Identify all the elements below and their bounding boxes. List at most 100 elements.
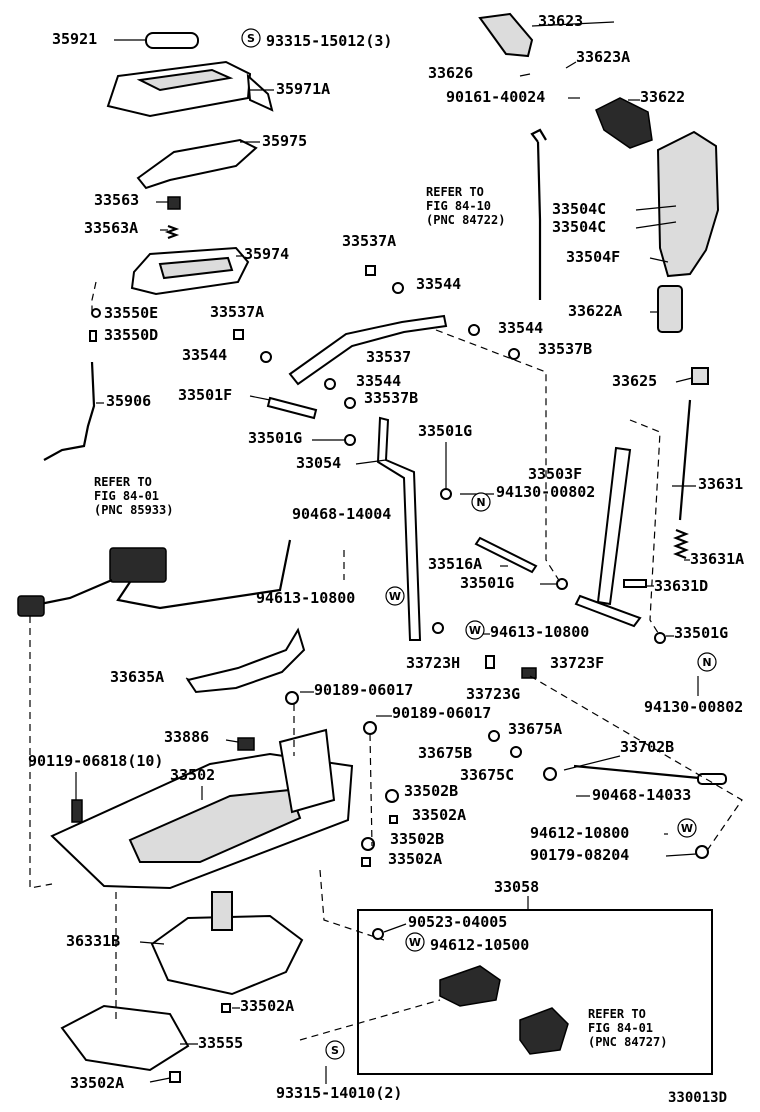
part-90189a-clip: [285, 691, 299, 705]
part-33631a-spring: [673, 528, 689, 560]
part-label-p33626: 33626: [428, 64, 473, 82]
part-washer-33544c: [468, 324, 480, 336]
part-33631d-pin: [623, 579, 647, 588]
part-label-p33502b1: 33502B: [404, 782, 458, 800]
note-ref8410-line-3: (PNC 84722): [426, 213, 505, 227]
part-label-p33544b: 33544: [182, 346, 227, 364]
part-33504f-shift-knob: [656, 130, 720, 278]
part-label-p33516a: 33516A: [428, 555, 482, 573]
note-ref8401a-line-3: (PNC 85933): [94, 503, 173, 517]
symbol-sym-s2-icon: S: [325, 1040, 345, 1060]
part-harness-connector: [109, 547, 167, 583]
part-33516a-pin: [474, 536, 538, 574]
part-label-p33544c: 33544: [498, 319, 543, 337]
note-ref8410-line-2: FIG 84-10: [426, 199, 491, 213]
part-label-p33631d: 33631D: [654, 577, 708, 595]
part-label-p33563a: 33563A: [84, 219, 138, 237]
symbol-glyph: S: [247, 32, 255, 45]
part-label-p94613b: 94613-10800: [490, 623, 589, 641]
part-33702b-cable: [573, 764, 721, 782]
part-nut-33501g2: [440, 488, 452, 500]
part-35906-wire: [43, 361, 96, 461]
part-nut-33537b1: [508, 348, 520, 360]
part-nut-33537a2: [233, 329, 244, 340]
part-33502b1: [385, 789, 399, 803]
part-label-p33623: 33623: [538, 12, 583, 30]
part-label-p35906: 35906: [106, 392, 151, 410]
note-ref8401b-line-1: REFER TO: [588, 1007, 646, 1021]
part-90179-nut: [695, 845, 709, 859]
solid-leaders: [75, 21, 699, 1084]
part-label-p33635a: 33635A: [110, 668, 164, 686]
dashed-leaders: [29, 281, 743, 1041]
part-label-p36331b: 36331B: [66, 932, 120, 950]
part-label-p35921: 35921: [52, 30, 97, 48]
symbol-sym-w4-icon: W: [405, 932, 425, 952]
symbol-glyph: N: [476, 496, 485, 509]
part-label-p33502: 33502: [170, 766, 215, 784]
symbol-glyph: S: [331, 1044, 339, 1057]
part-label-p90468b: 90468-14033: [592, 786, 691, 804]
part-33555-plate: [60, 1004, 190, 1072]
part-label-p94613a: 94613-10800: [256, 589, 355, 607]
symbol-sym-n1-icon: N: [471, 492, 491, 512]
figure-code: 330013D: [668, 1090, 727, 1106]
part-33503f-base: [574, 594, 642, 628]
part-33723f: [521, 667, 537, 679]
part-harness-plug: [17, 595, 45, 617]
part-label-p33723h: 33723H: [406, 654, 460, 672]
part-label-p33702b: 33702B: [620, 738, 674, 756]
note-ref8410-line-1: REFER TO: [426, 185, 484, 199]
part-33675b: [510, 746, 522, 758]
part-33675a: [488, 730, 500, 742]
part-label-p33501g1: 33501G: [248, 429, 302, 447]
part-33623-button: [478, 12, 534, 58]
part-label-p33622: 33622: [640, 88, 685, 106]
part-label-p33537: 33537: [366, 348, 411, 366]
part-label-p33502a3: 33502A: [240, 997, 294, 1015]
part-90189b-clip: [363, 721, 377, 735]
part-label-p33504c1: 33504C: [552, 200, 606, 218]
part-washer-33544b: [260, 351, 272, 363]
part-33702b-end: [697, 773, 727, 785]
note-ref8401b-line-2: FIG 84-01: [588, 1021, 653, 1035]
part-33058-connector: [519, 1007, 569, 1055]
part-nut-33723h: [432, 622, 444, 634]
part-label-p33723f: 33723F: [550, 654, 604, 672]
part-label-p33555: 33555: [198, 1034, 243, 1052]
part-label-p33502a4: 33502A: [70, 1074, 124, 1092]
part-nut-33537a1: [365, 265, 376, 276]
part-label-p33625: 33625: [612, 372, 657, 390]
part-33054-lever: [376, 416, 422, 641]
part-label-p33675b: 33675B: [418, 744, 472, 762]
symbol-glyph: W: [469, 624, 481, 637]
part-label-p33058: 33058: [494, 878, 539, 896]
part-label-p33537b1: 33537B: [538, 340, 592, 358]
part-nut-33537b2: [344, 397, 356, 409]
symbol-glyph: W: [681, 822, 693, 835]
part-label-p90179: 90179-08204: [530, 846, 629, 864]
group-33058-box: [357, 909, 713, 1075]
part-label-p90523: 90523-04005: [408, 913, 507, 931]
part-33501f-pin: [266, 396, 318, 420]
part-33625-tab: [691, 367, 709, 385]
symbol-glyph: N: [702, 656, 711, 669]
part-33723g: [485, 655, 495, 669]
part-33631-rod: [678, 399, 692, 521]
part-33622a-sleeve: [657, 285, 683, 333]
part-label-p33563: 33563: [94, 191, 139, 209]
part-90523-screw: [372, 928, 384, 940]
part-label-p33501g4: 33501G: [674, 624, 728, 642]
part-harness-wire: [39, 539, 292, 610]
part-shapes: [17, 12, 727, 1083]
part-33502-bracket: [278, 728, 336, 814]
part-label-p33502b2: 33502B: [390, 830, 444, 848]
part-33675c: [543, 767, 557, 781]
note-ref8401b-line-3: (PNC 84727): [588, 1035, 667, 1049]
part-label-p33622a: 33622A: [568, 302, 622, 320]
symbol-sym-s1-icon: S: [241, 28, 261, 48]
part-label-p94130a: 94130-00802: [496, 483, 595, 501]
